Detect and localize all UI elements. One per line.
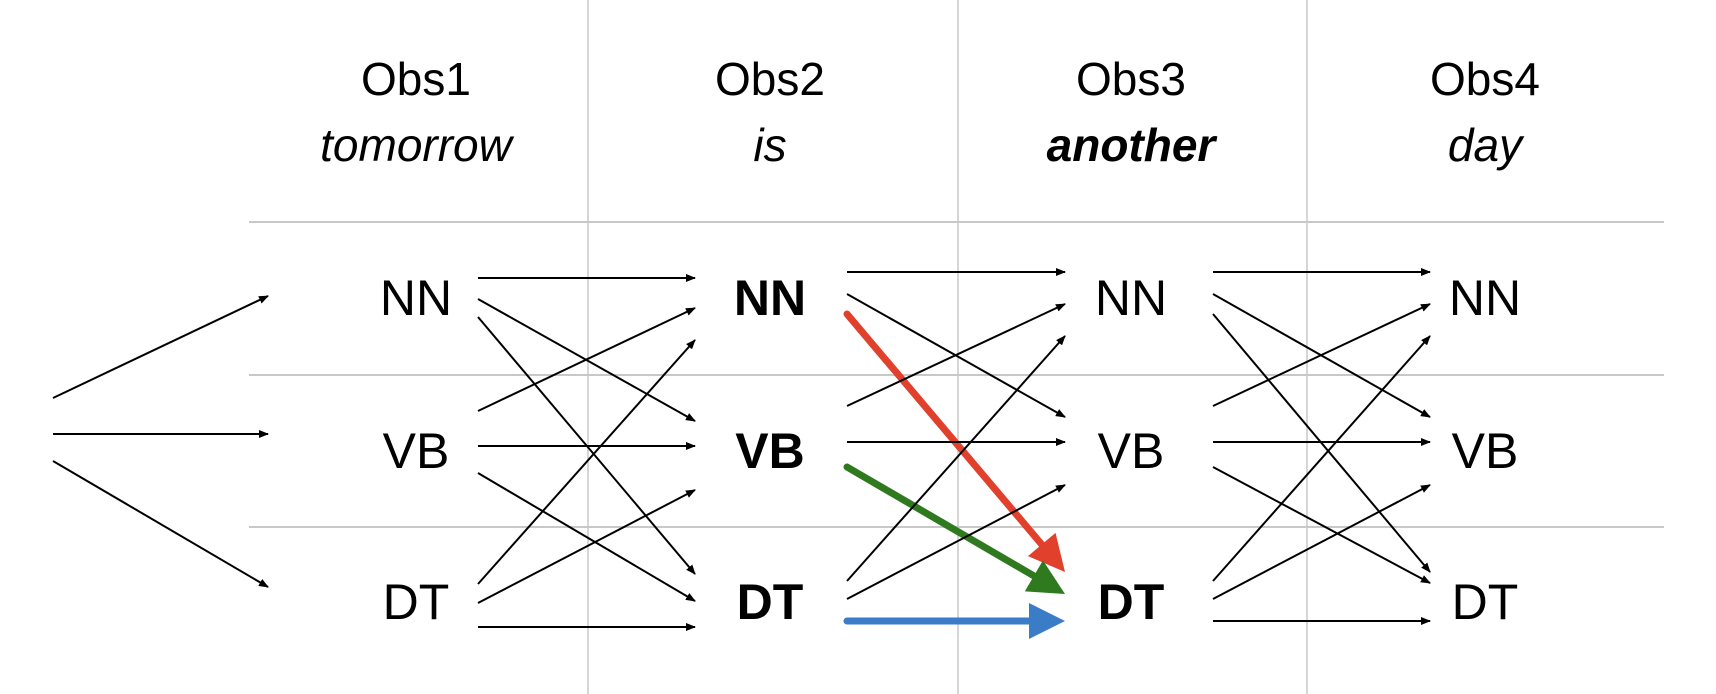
transition-arrow <box>1212 484 1431 600</box>
transition-arrow <box>1212 466 1431 584</box>
transition-arrow <box>846 484 1066 600</box>
highlighted-transition-nn-to-dt <box>843 310 1065 572</box>
state-node-nn: NN <box>1094 270 1168 326</box>
transition-arrow <box>846 335 1066 582</box>
transition-arrow <box>1212 303 1431 407</box>
observation-word: day <box>1447 119 1523 171</box>
state-node-dt: DT <box>1097 574 1165 630</box>
observation-label: Obs1 <box>361 53 471 105</box>
transition-arrow <box>477 472 696 602</box>
transition-arrow <box>846 303 1066 407</box>
observation-label: Obs4 <box>1430 53 1540 105</box>
initial-transition-arrow <box>52 460 269 588</box>
state-node-vb: VB <box>382 423 450 479</box>
initial-transition-arrow <box>52 295 269 399</box>
state-node-dt: DT <box>736 574 804 630</box>
state-node-dt: DT <box>1451 574 1519 630</box>
transition-arrow <box>477 339 696 585</box>
observation-word: is <box>753 119 787 171</box>
transition-arrow <box>1212 335 1431 582</box>
observation-word: tomorrow <box>320 119 512 171</box>
transition-arrow <box>477 489 696 604</box>
state-node-nn: NN <box>733 270 807 326</box>
transition-arrow <box>477 307 696 412</box>
highlighted-transition-dt-to-dt <box>843 603 1065 639</box>
state-node-dt: DT <box>382 574 450 630</box>
state-node-vb: VB <box>1097 423 1165 479</box>
state-node-nn: NN <box>379 270 453 326</box>
highlighted-transition-vb-to-dt <box>843 463 1065 594</box>
state-node-nn: NN <box>1448 270 1522 326</box>
observation-word: another <box>1046 119 1216 171</box>
state-node-vb: VB <box>735 423 805 479</box>
state-node-vb: VB <box>1451 423 1519 479</box>
observation-label: Obs2 <box>715 53 825 105</box>
observation-label: Obs3 <box>1076 53 1186 105</box>
